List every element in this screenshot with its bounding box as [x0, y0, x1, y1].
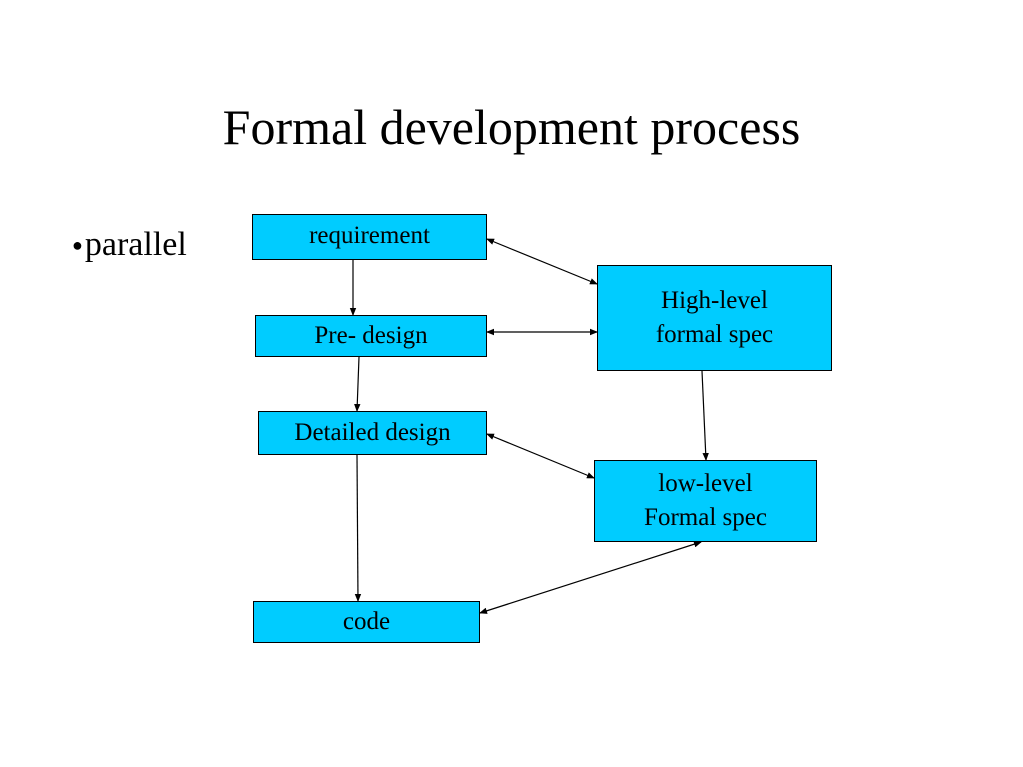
bullet-dot-icon: ●	[72, 235, 83, 255]
node-pre-design-label: Pre- design	[314, 322, 428, 349]
slide-title: Formal development process	[222, 99, 801, 155]
node-code: code	[253, 601, 480, 643]
arrow-code-low-level-spec	[479, 541, 702, 614]
node-high-level-spec-line-1: High-level	[661, 287, 768, 314]
arrow-requirement-high-level-spec	[486, 238, 598, 285]
bullet-item: ●parallel	[72, 224, 187, 266]
bullet-text: parallel	[84, 226, 187, 263]
arrow-high-level-to-low-level	[701, 370, 709, 461]
node-detailed-design: Detailed design	[258, 411, 487, 455]
node-low-level-spec-line-1: low-level	[658, 470, 753, 497]
node-high-level-spec: High-level formal spec	[597, 265, 832, 371]
node-code-label: code	[342, 608, 391, 635]
node-requirement: requirement	[252, 214, 487, 260]
arrow-detailed-design-low-level-spec	[486, 433, 595, 479]
arrow-detailed-design-to-code	[354, 454, 362, 602]
node-high-level-spec-line-2: formal spec	[655, 321, 774, 348]
node-detailed-design-label: Detailed design	[294, 419, 451, 446]
node-low-level-spec: low-level Formal spec	[594, 460, 817, 542]
node-low-level-spec-line-2: Formal spec	[644, 504, 767, 531]
node-pre-design: Pre- design	[255, 315, 487, 357]
node-requirement-label: requirement	[309, 222, 430, 249]
arrow-pre-design-to-detailed-design	[354, 356, 361, 412]
